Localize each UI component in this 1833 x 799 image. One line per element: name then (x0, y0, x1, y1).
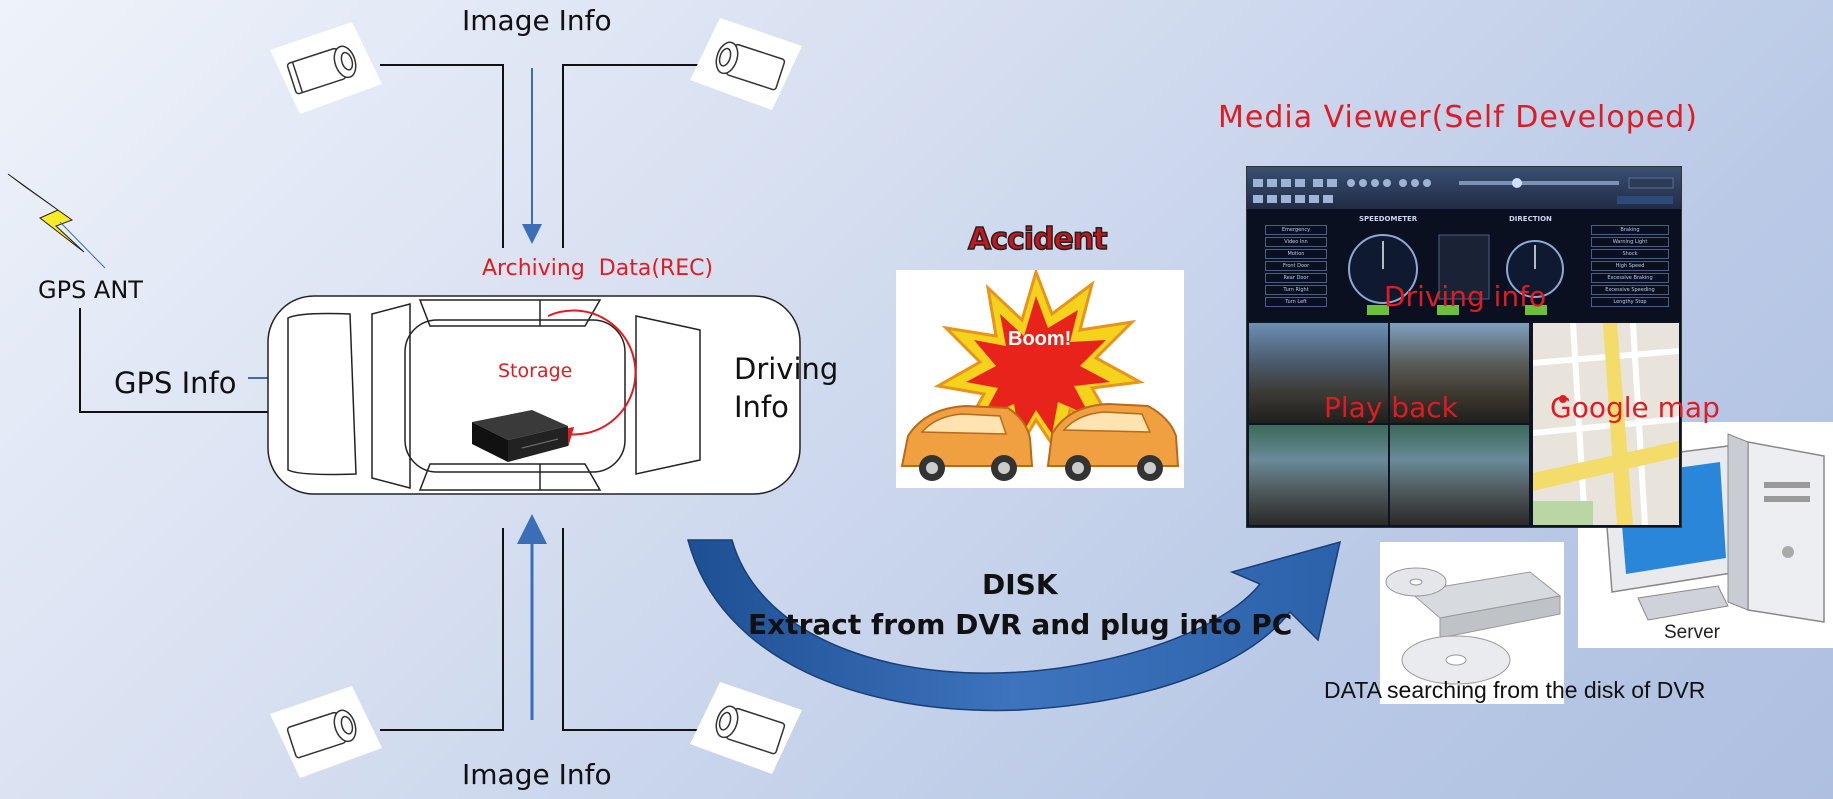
server-label: Server (1664, 622, 1720, 643)
driving-info-overlay: Driving info (1384, 280, 1547, 313)
viewer-gauge-panel: Emergency Video Inn Motion Front Door Re… (1247, 209, 1681, 321)
image-info-top-label: Image Info (462, 4, 612, 37)
viewer-right-item: Shock (1591, 249, 1669, 259)
image-info-bottom-label: Image Info (462, 758, 612, 791)
wire-top-right (562, 64, 712, 248)
camera-icon (270, 22, 382, 114)
lightning-icon (7, 173, 85, 253)
video-tile (1390, 323, 1529, 423)
archiving-label: Archiving Data(REC) (482, 256, 714, 281)
viewer-right-list: Braking Warning Light Shock High Speed E… (1591, 225, 1669, 309)
viewer-left-item: Front Door (1265, 261, 1327, 271)
viewer-left-item: Turn Left (1265, 297, 1327, 307)
boom-text: Boom! (1008, 328, 1072, 350)
wire-bottom-right (562, 528, 712, 731)
driving-info-line2: Info (734, 390, 789, 424)
camera-icon (270, 686, 382, 778)
video-tile (1249, 425, 1388, 525)
media-viewer-title: Media Viewer(Self Developed) (1218, 100, 1698, 135)
viewer-left-list: Emergency Video Inn Motion Front Door Re… (1265, 225, 1327, 309)
accident-title: Accident (967, 221, 1108, 258)
viewer-right-item: Warning Light (1591, 237, 1669, 247)
disk-drive-image (1380, 542, 1564, 704)
google-map-overlay: Google map (1550, 391, 1720, 424)
viewer-left-item: Emergency (1265, 225, 1327, 235)
wire-bottom-left (380, 528, 504, 731)
accident-image: Boom! (896, 270, 1184, 488)
viewer-right-item: Braking (1591, 225, 1669, 235)
viewer-right-item: Excessive Speeding (1591, 285, 1669, 295)
data-searching-label: DATA searching from the disk of DVR (1324, 677, 1706, 703)
car-icon (900, 404, 1034, 481)
viewer-right-item: High Speed (1591, 261, 1669, 271)
driving-info-label: Driving Info (734, 350, 838, 426)
viewer-direction-label: DIRECTION (1509, 215, 1552, 223)
media-viewer-screen: Emergency Video Inn Motion Front Door Re… (1246, 166, 1682, 528)
car-outline (267, 295, 801, 495)
play-back-overlay: Play back (1324, 391, 1458, 424)
driving-info-line1: Driving (734, 352, 839, 386)
viewer-left-item: Rear Door (1265, 273, 1327, 283)
map-panel (1533, 323, 1679, 525)
viewer-left-item: Turn Right (1265, 285, 1327, 295)
video-tile (1249, 323, 1388, 423)
dvr-box-icon (462, 408, 572, 468)
gps-info-label: GPS Info (114, 366, 237, 400)
viewer-left-item: Motion (1265, 249, 1327, 259)
gps-ant-label: GPS ANT (38, 276, 143, 304)
viewer-right-item: Lengthy Stop (1591, 297, 1669, 307)
disk-arrow (687, 539, 1342, 712)
viewer-toolbar (1247, 167, 1681, 209)
storage-label: Storage (498, 360, 573, 382)
viewer-right-item: Excessive Braking (1591, 273, 1669, 283)
camera-icon (690, 18, 802, 110)
disk-label: DISK (982, 568, 1058, 601)
car-icon (1046, 402, 1180, 481)
archiving-loop (547, 309, 637, 447)
viewer-speedometer-label: SPEEDOMETER (1359, 215, 1418, 223)
camera-icon (690, 682, 802, 774)
viewer-left-item: Video Inn (1265, 237, 1327, 247)
video-tile (1390, 425, 1529, 525)
wire-gps (79, 308, 276, 413)
wire-top-left (380, 64, 504, 248)
extract-label: Extract from DVR and plug into PC (748, 608, 1293, 641)
